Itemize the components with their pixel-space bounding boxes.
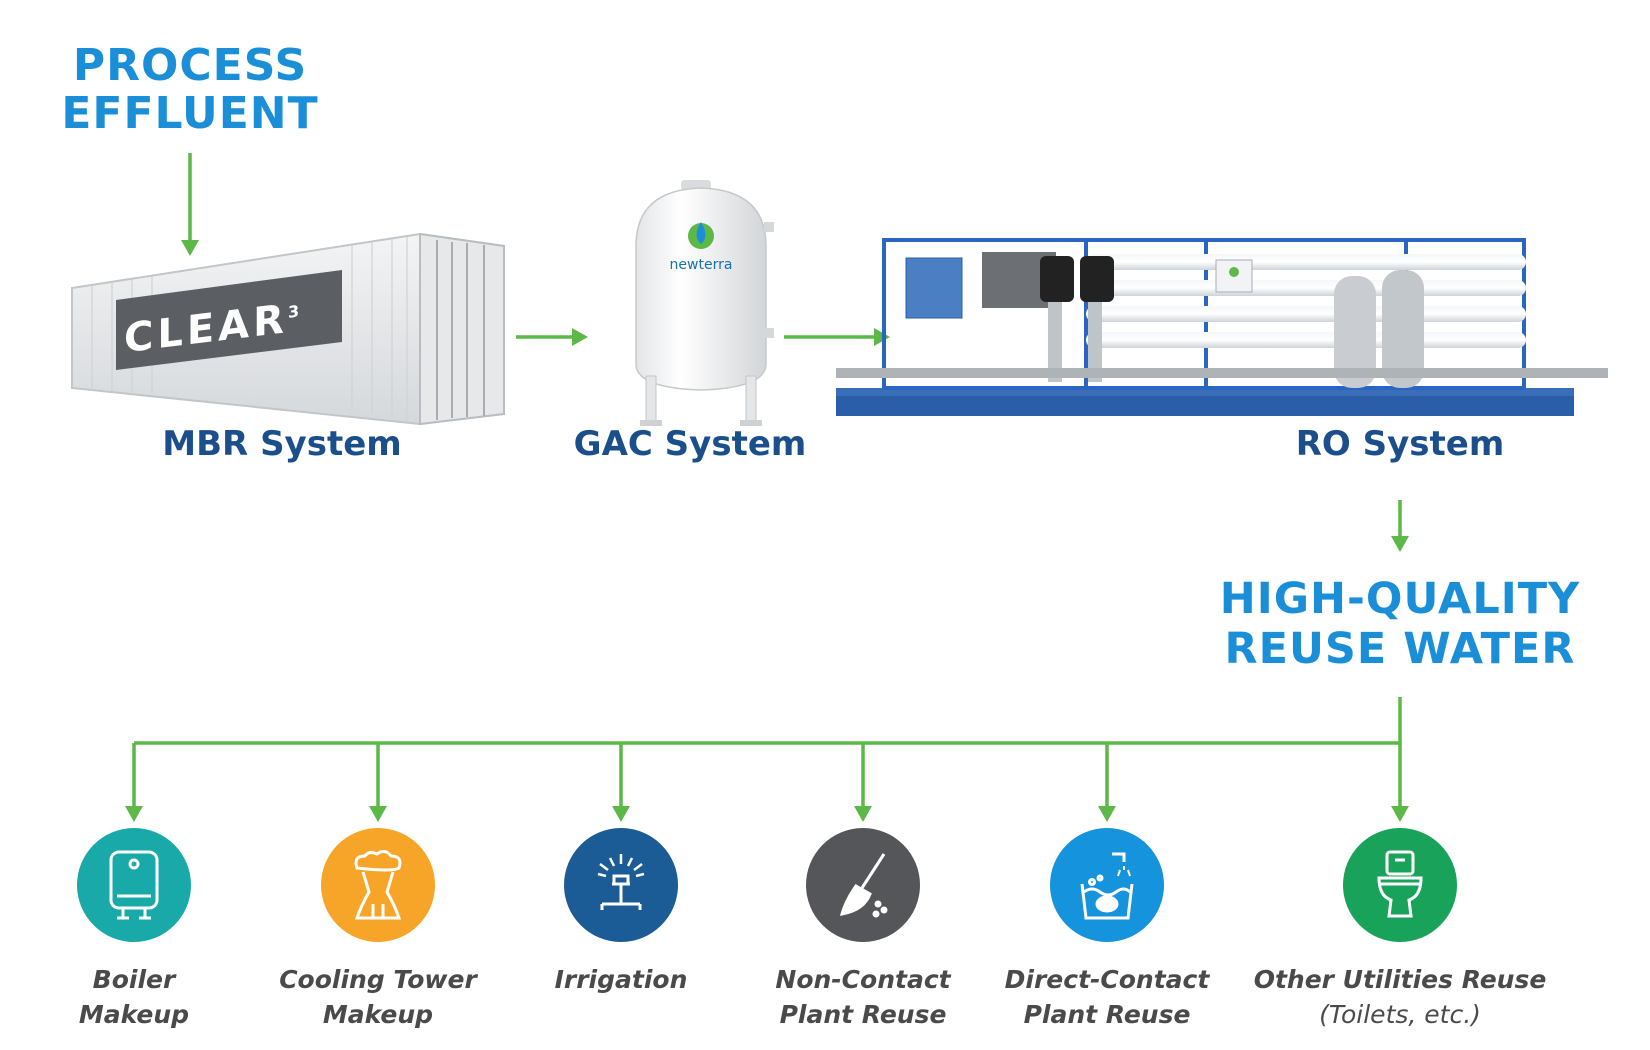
use-label-boiler: Boiler Makeup — [34, 962, 234, 1032]
output-heading-line1: HIGH-QUALITY — [1219, 574, 1581, 624]
use-label-non-contact: Non-Contact Plant Reuse — [753, 962, 973, 1032]
use-label-boiler-line1: Boiler — [92, 965, 176, 994]
source-heading: PROCESS EFFLUENT — [60, 40, 320, 140]
use-label-cooling: Cooling Tower Makeup — [268, 962, 488, 1032]
use-label-cooling-line2: Makeup — [322, 1000, 434, 1029]
water-heater-icon — [109, 850, 159, 920]
use-circle-irrigation — [564, 828, 678, 942]
use-label-cooling-line1: Cooling Tower — [279, 965, 477, 994]
source-heading-line2: EFFLUENT — [61, 88, 319, 140]
output-heading-line2: REUSE WATER — [1224, 624, 1576, 674]
use-label-other-utilities: Other Utilities Reuse (Toilets, etc.) — [1250, 962, 1550, 1032]
sprinkler-icon — [597, 854, 645, 910]
output-heading: HIGH-QUALITY REUSE WATER — [1170, 574, 1630, 674]
gac-brand-label: newterra — [669, 257, 733, 273]
use-label-direct-contact-line2: Plant Reuse — [1023, 1000, 1191, 1029]
use-label-other-utilities-line2: (Toilets, etc.) — [1319, 1000, 1481, 1029]
use-label-other-utilities-line1: Other Utilities Reuse — [1253, 965, 1547, 994]
use-label-irrigation-line1: Irrigation — [554, 965, 688, 994]
cooling-tower-icon — [354, 849, 402, 920]
broom-icon — [839, 853, 888, 918]
use-label-non-contact-line1: Non-Contact — [775, 965, 951, 994]
use-label-boiler-line2: Makeup — [78, 1000, 190, 1029]
use-label-irrigation: Irrigation — [521, 962, 721, 997]
stage-label-gac: GAC System — [573, 424, 807, 464]
use-circle-non-contact — [806, 828, 920, 942]
use-circle-boiler — [77, 828, 191, 942]
use-label-direct-contact: Direct-Contact Plant Reuse — [987, 962, 1227, 1032]
gac-vessel-image — [626, 176, 776, 430]
washing-basin-icon — [1080, 852, 1134, 920]
ro-skid-image — [836, 218, 1608, 428]
use-circle-cooling — [321, 828, 435, 942]
source-heading-line1: PROCESS — [72, 40, 308, 91]
use-label-direct-contact-line1: Direct-Contact — [1004, 965, 1210, 994]
use-circle-direct-contact — [1050, 828, 1164, 942]
clear3-badge-sup: 3 — [287, 300, 304, 322]
stage-label-ro: RO System — [1295, 424, 1505, 464]
use-label-non-contact-line2: Plant Reuse — [779, 1000, 947, 1029]
stage-label-mbr: MBR System — [162, 424, 402, 464]
toilet-icon — [1377, 850, 1423, 918]
use-circle-other-utilities — [1343, 828, 1457, 942]
mbr-container-image — [52, 228, 512, 428]
